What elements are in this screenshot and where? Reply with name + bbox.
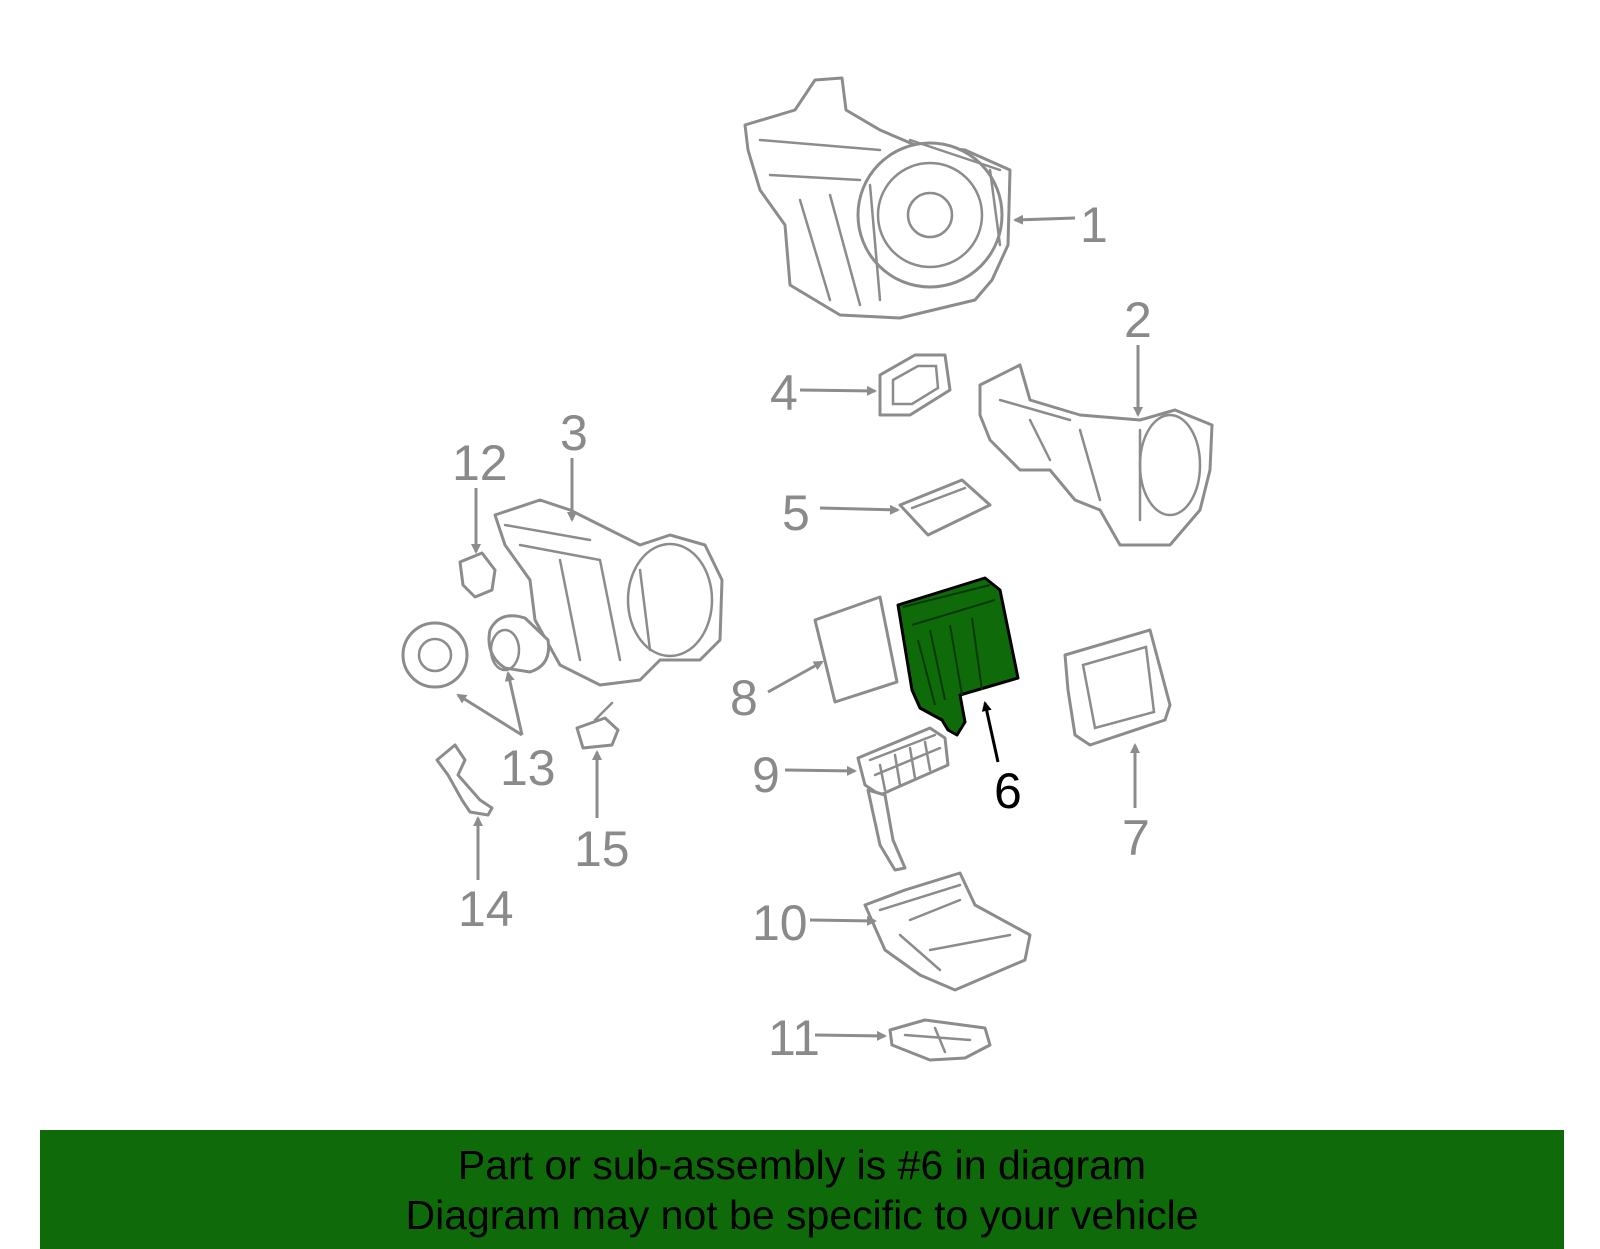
banner-line-2: Diagram may not be specific to your vehi… [405, 1191, 1199, 1238]
part-13-blower-motor[interactable] [401, 614, 551, 689]
callout-6: 6 [994, 763, 1022, 819]
part-11-bracket-plate[interactable] [888, 1018, 992, 1062]
part-6-evaporator-highlighted[interactable] [896, 576, 1020, 737]
banner-line-1: Part or sub-assembly is #6 in diagram [457, 1141, 1147, 1188]
part-7-core-frame[interactable] [1063, 628, 1172, 747]
part-14-bracket[interactable] [435, 743, 494, 817]
callout-11: 11 [768, 1010, 820, 1066]
callout-14: 14 [458, 881, 514, 937]
callout-9: 9 [752, 747, 780, 803]
part-1-hvac-case[interactable] [743, 76, 1012, 320]
part-12-actuator[interactable] [458, 551, 497, 599]
part-8-panel[interactable] [813, 595, 899, 704]
part-15-sensor[interactable] [575, 701, 620, 750]
callout-10: 10 [752, 895, 808, 951]
part-9-heater-core[interactable] [856, 726, 950, 872]
part-5-panel[interactable] [898, 478, 992, 537]
callout-15: 15 [574, 821, 630, 877]
callout-4: 4 [770, 365, 798, 421]
part-3-rear-case[interactable] [493, 498, 724, 687]
callout-5: 5 [782, 485, 810, 541]
callout-2: 2 [1124, 292, 1152, 348]
part-4-seal[interactable] [878, 353, 952, 417]
info-banner: Part or sub-assembly is #6 in diagram Di… [40, 1130, 1564, 1249]
callout-7: 7 [1122, 810, 1150, 866]
callout-3: 3 [560, 405, 588, 461]
part-10-lower-case[interactable] [863, 871, 1032, 992]
callout-1: 1 [1080, 197, 1108, 253]
callout-12: 12 [452, 435, 508, 491]
parts-diagram: 1 2 4 5 3 12 13 [401, 76, 1214, 1066]
callout-8: 8 [730, 670, 758, 726]
part-2-duct-housing[interactable] [978, 363, 1214, 547]
callout-13: 13 [500, 740, 556, 796]
